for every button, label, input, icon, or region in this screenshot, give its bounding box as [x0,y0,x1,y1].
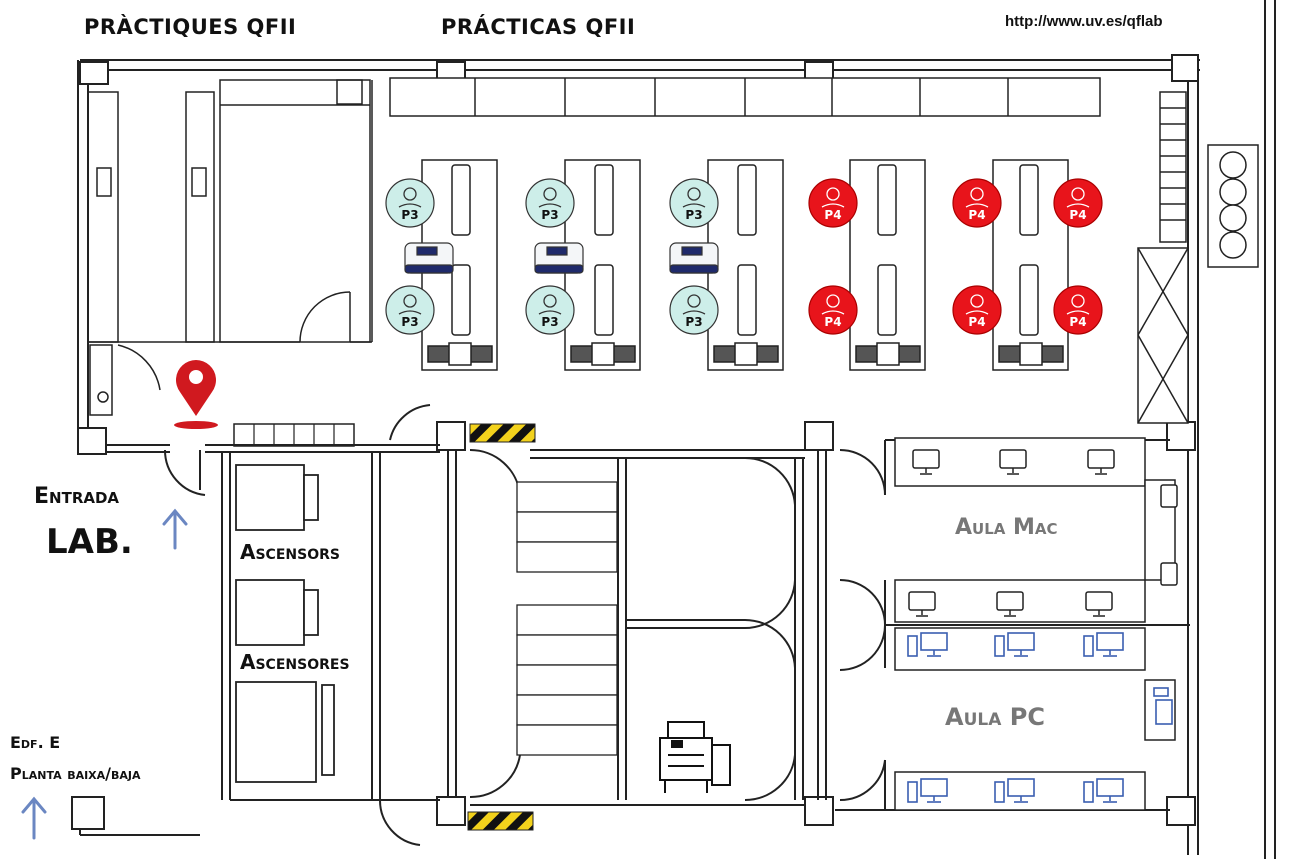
title-spanish: PRÁCTICAS QFII [441,15,636,39]
p4-label: P4 [968,208,985,222]
p4-station: P4 [952,178,1002,228]
p3-station: P3 [525,285,575,335]
p3-label: P3 [401,208,418,222]
p3-label: P3 [685,208,702,222]
elevators-label-es: Ascensores [240,650,350,674]
p4-label: P4 [824,315,841,329]
arrow-up-icon [162,508,188,550]
p4-label: P4 [968,315,985,329]
p3-station: P3 [385,285,435,335]
storage-rooms [87,79,373,416]
lab-label: LAB. [46,522,133,562]
title-catalan: PRÀCTIQUES QFII [84,15,297,39]
p4-label: P4 [1069,208,1086,222]
pc-workstations [907,632,1173,803]
p4-stations: P4 P4 P4 P4 P4 [808,178,1103,335]
p4-label: P4 [1069,315,1086,329]
spectrophotometer-icons [404,242,719,274]
p3-label: P3 [685,315,702,329]
p4-label: P4 [824,208,841,222]
lab-benches [421,159,1069,371]
hazard-stripe-top [469,423,536,443]
elevator-shafts [235,464,335,783]
p3-label: P3 [401,315,418,329]
p3-station: P3 [385,178,435,228]
aula-pc-label: Aula PC [945,703,1045,731]
building-label: Edf. E [10,733,61,752]
p3-station: P3 [669,285,719,335]
p3-station: P3 [669,178,719,228]
p4-station: P4 [1053,285,1103,335]
p4-station: P4 [808,178,858,228]
p4-station: P4 [1053,178,1103,228]
outer-walls [77,0,1276,859]
central-lockers [516,481,618,756]
aula-mac-label: Aula Mac [955,515,1058,540]
arrow-up-icon [21,796,47,840]
p4-station: P4 [952,285,1002,335]
p3-station: P3 [525,178,575,228]
top-cabinets [389,77,1101,117]
p3-label: P3 [541,208,558,222]
printer-icon [659,721,731,793]
p4-station: P4 [808,285,858,335]
p3-label: P3 [541,315,558,329]
right-fixtures [1137,91,1259,424]
location-pin-icon [174,360,218,429]
entrance-label: Entrada [34,484,120,509]
hazard-stripe-bottom [467,811,534,831]
p3-stations: P3 P3 P3 P3 P3 [385,178,719,335]
elevators-label-ca: Ascensors [240,540,340,564]
website-link[interactable]: http://www.uv.es/qflab [1005,13,1163,30]
floor-label: Planta baixa/baja [10,764,141,783]
mac-monitors [908,449,1178,617]
